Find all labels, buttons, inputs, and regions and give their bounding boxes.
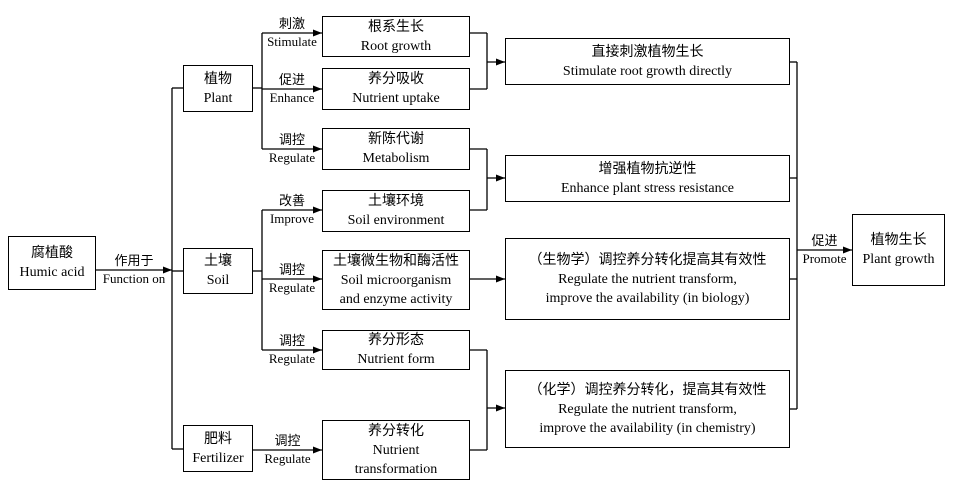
soil-microorganism-box: 土壤微生物和酶活性 Soil microorganism and enzyme … (322, 250, 470, 310)
direct-outcome-zh: 直接刺激植物生长 (591, 44, 704, 60)
verb-regulate-form-en: Regulate (268, 351, 316, 366)
humic-acid-en: Humic acid (19, 265, 85, 280)
plant-growth-zh: 植物生长 (870, 233, 927, 248)
nutrient-transformation-zh: 养分转化 (368, 423, 424, 439)
verb-regulate-transformation-zh: 调控 (274, 433, 301, 448)
stress-outcome-zh: 增强植物抗逆性 (598, 161, 697, 177)
plant-en: Plant (203, 90, 233, 106)
soil-microorganism-en-line2: and enzyme activity (339, 291, 453, 307)
verb-stimulate-zh: 刺激 (278, 16, 305, 31)
promote-label-en: Promote (802, 251, 847, 266)
plant-zh: 植物 (204, 71, 232, 87)
fertilizer-box: 肥料 Fertilizer (183, 425, 253, 472)
chemistry-outcome-box: （化学）调控养分转化，提高其有效性 Regulate the nutrient … (505, 370, 790, 448)
verb-stimulate-en: Stimulate (267, 34, 317, 49)
soil-microorganism-zh: 土壤微生物和酶活性 (333, 253, 459, 269)
metabolism-en: Metabolism (362, 151, 430, 166)
plant-box: 植物 Plant (183, 65, 253, 112)
soil-environment-zh: 土壤环境 (368, 194, 424, 209)
biology-outcome-zh: （生物学）调控养分转化提高其有效性 (528, 252, 767, 268)
action-label-zh: 作用于 (114, 253, 154, 268)
root-growth-box: 根系生长 Root growth (322, 16, 470, 57)
direct-outcome-box: 直接刺激植物生长 Stimulate root growth directly (505, 38, 790, 85)
soil-environment-en: Soil environment (347, 213, 445, 228)
nutrient-transformation-en-line2: transformation (354, 461, 438, 477)
soil-environment-box: 土壤环境 Soil environment (322, 190, 470, 232)
chemistry-outcome-en-line1: Regulate the nutrient transform, (558, 401, 737, 417)
verb-improve-zh: 改善 (278, 193, 305, 208)
direct-outcome-en: Stimulate root growth directly (562, 63, 733, 79)
metabolism-zh: 新陈代谢 (368, 132, 424, 147)
promote-label-zh: 促进 (811, 233, 838, 248)
stress-outcome-box: 增强植物抗逆性 Enhance plant stress resistance (505, 155, 790, 202)
stress-outcome-en: Enhance plant stress resistance (561, 180, 734, 196)
chemistry-outcome-zh: （化学）调控养分转化，提高其有效性 (528, 382, 767, 398)
verb-regulate-microorganism-zh: 调控 (278, 262, 305, 277)
soil-en: Soil (206, 273, 230, 288)
verb-enhance-zh: 促进 (278, 72, 305, 87)
biology-outcome-box: （生物学）调控养分转化提高其有效性 Regulate the nutrient … (505, 238, 790, 320)
biology-outcome-en-line2: improve the availability (in biology) (545, 290, 750, 306)
nutrient-transformation-en-line1: Nutrient (372, 442, 420, 458)
metabolism-box: 新陈代谢 Metabolism (322, 128, 470, 170)
nutrient-transformation-box: 养分转化 Nutrient transformation (322, 420, 470, 480)
humic-acid-box: 腐植酸 Humic acid (8, 236, 96, 290)
nutrient-uptake-box: 养分吸收 Nutrient uptake (322, 68, 470, 110)
root-growth-en: Root growth (360, 38, 432, 54)
humic-acid-zh: 腐植酸 (31, 246, 73, 261)
plant-growth-box: 植物生长 Plant growth (852, 214, 945, 286)
nutrient-uptake-en: Nutrient uptake (352, 91, 440, 106)
verb-enhance-en: Enhance (269, 90, 315, 105)
action-label-en: Function on (102, 271, 166, 286)
verb-regulate-transformation-en: Regulate (264, 451, 311, 466)
verb-regulate-form-zh: 调控 (278, 333, 305, 348)
plant-growth-en: Plant growth (862, 252, 935, 267)
chemistry-outcome-en-line2: improve the availability (in chemistry) (539, 420, 756, 436)
verb-regulate-microorganism-en: Regulate (268, 280, 316, 295)
root-growth-zh: 根系生长 (368, 19, 424, 35)
soil-box: 土壤 Soil (183, 248, 253, 294)
fertilizer-en: Fertilizer (192, 450, 244, 466)
verb-regulate-metabolism-zh: 调控 (278, 132, 305, 147)
nutrient-form-en: Nutrient form (357, 352, 435, 367)
soil-zh: 土壤 (204, 254, 232, 269)
nutrient-uptake-zh: 养分吸收 (368, 72, 424, 87)
verb-regulate-metabolism-en: Regulate (268, 150, 316, 165)
fertilizer-zh: 肥料 (204, 431, 232, 447)
soil-microorganism-en-line1: Soil microorganism (340, 272, 452, 288)
biology-outcome-en-line1: Regulate the nutrient transform, (558, 271, 737, 287)
verb-improve-en: Improve (269, 211, 315, 226)
nutrient-form-box: 养分形态 Nutrient form (322, 330, 470, 370)
nutrient-form-zh: 养分形态 (368, 333, 424, 348)
